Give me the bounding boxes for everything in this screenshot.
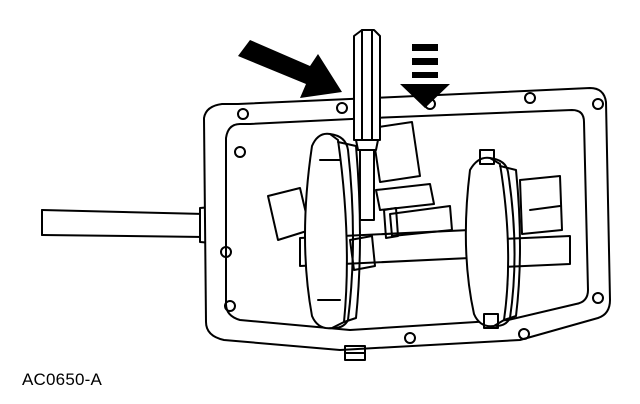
synchronizer-right	[464, 149, 521, 329]
downward-arrow-icon	[400, 44, 450, 108]
transmission-case-flange	[203, 87, 611, 351]
screwdriver-tool	[353, 29, 381, 221]
figure-caption: AC0650-A	[22, 370, 103, 389]
synchronizer-left	[304, 132, 361, 330]
drain-plug	[344, 345, 366, 361]
shift-fork	[371, 121, 435, 239]
input-shaft	[41, 205, 225, 245]
direction-arrow-icon	[238, 40, 342, 98]
